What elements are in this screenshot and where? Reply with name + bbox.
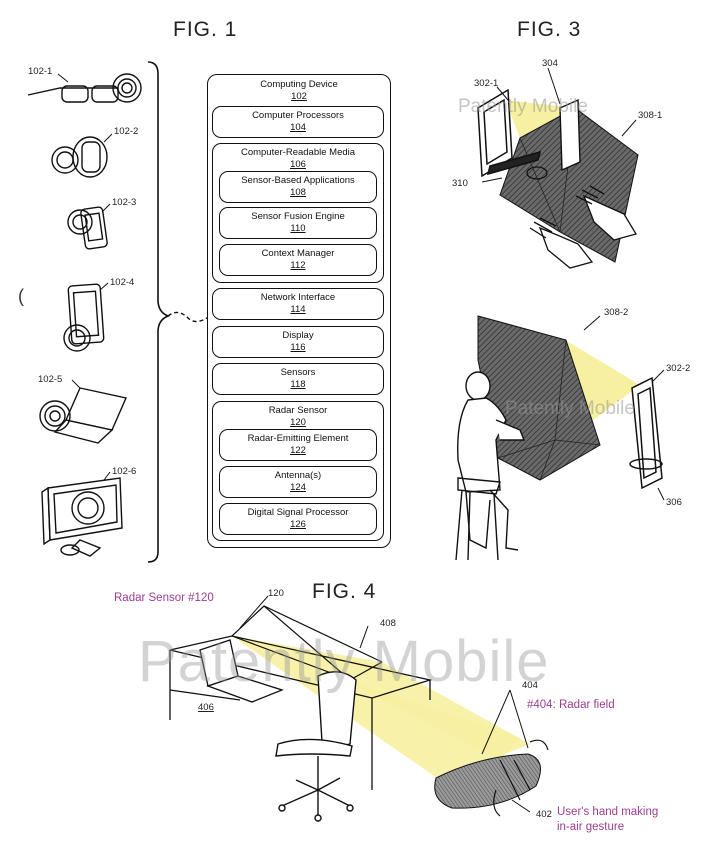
monitor-302-1 — [477, 88, 542, 178]
device-monitor-icon — [41, 477, 123, 557]
device-bracket — [147, 61, 171, 563]
label-406: 406 — [198, 702, 214, 713]
label-402: 402 — [536, 809, 552, 820]
label-408: 408 — [380, 618, 396, 629]
fig3-title: FIG. 3 — [517, 18, 582, 41]
annotation-radar-field: #404: Radar field — [527, 699, 615, 711]
stray-parenthesis: ( — [18, 286, 24, 306]
fig1-title: FIG. 1 — [173, 18, 238, 41]
label-102-5: 102-5 — [38, 374, 63, 385]
office-chair — [275, 671, 357, 822]
device-watch-icon — [51, 136, 108, 178]
label-102-4: 102-4 — [110, 277, 135, 288]
label-404: 404 — [522, 680, 538, 691]
label-302-1: 302-1 — [474, 78, 499, 89]
watermark-fig3-top: Patently Mobile — [458, 96, 588, 117]
seated-user — [455, 371, 526, 561]
laptop-fig4 — [199, 639, 284, 703]
block-antennas: Antenna(s)124 — [219, 466, 377, 498]
hand-402 — [434, 753, 541, 809]
annotation-hand-line2: in-air gesture — [557, 821, 625, 833]
sensor-304 — [559, 98, 581, 172]
device-phone-icon — [67, 206, 108, 250]
label-310: 310 — [452, 178, 468, 189]
label-102-3: 102-3 — [112, 197, 137, 208]
dashed-connector — [167, 311, 211, 323]
annotation-hand-line1: User's hand making — [557, 806, 659, 818]
computing-device-title: Computing Device 102 — [260, 79, 338, 102]
annotation-radar-sensor: Radar Sensor #120 — [114, 592, 214, 604]
desk-406 — [169, 635, 433, 790]
label-306: 306 — [666, 497, 682, 508]
device-glasses-icon — [27, 73, 142, 103]
fig4-title: FIG. 4 — [312, 580, 377, 603]
monitor-302-2 — [629, 376, 663, 490]
label-308-2: 308-2 — [604, 307, 629, 318]
label-304: 304 — [542, 58, 558, 69]
hands-fig3 — [529, 185, 637, 269]
watermark-fig3-bottom: Patently Mobile — [505, 398, 635, 419]
label-102-6: 102-6 — [112, 466, 137, 477]
device-tablet-icon — [63, 283, 105, 352]
label-102-2: 102-2 — [114, 126, 139, 137]
device-laptop-icon — [39, 387, 127, 444]
watermark-fig4: Patently Mobile — [138, 629, 550, 694]
label-308-1: 308-1 — [638, 110, 663, 121]
controller-icon — [526, 166, 548, 180]
label-302-2: 302-2 — [666, 363, 691, 374]
radar-beam-fig4 — [232, 636, 530, 780]
label-102-1: 102-1 — [28, 66, 53, 77]
label-120: 120 — [268, 588, 284, 599]
